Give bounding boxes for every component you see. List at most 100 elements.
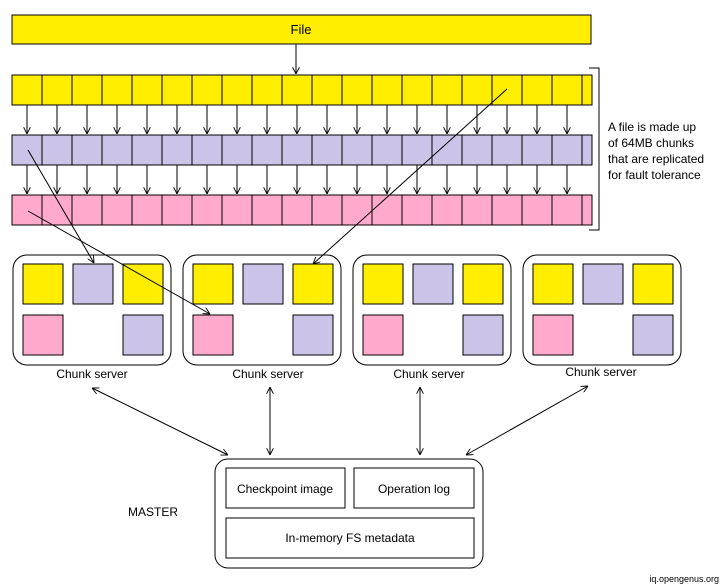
chunk-replica-pink	[22, 314, 64, 356]
chunk-cell-partial	[581, 74, 593, 106]
chunk-cell	[281, 74, 313, 106]
chunk-cell	[251, 134, 283, 166]
chunk-cell	[311, 74, 343, 106]
chunk-cell	[341, 194, 373, 226]
chunk-replica-yellow	[462, 263, 504, 305]
chunk-cell	[551, 194, 583, 226]
chunk-cell	[491, 194, 523, 226]
chunk-cell	[221, 194, 253, 226]
server4-master-arrow	[466, 386, 588, 455]
replication-arrows	[27, 105, 567, 194]
chunk-cell	[221, 134, 253, 166]
chunk-cell	[461, 74, 493, 106]
chunk-bracket	[589, 67, 600, 231]
file-bar	[11, 14, 592, 45]
chunk-replica-pink	[192, 314, 234, 356]
chunk-cell	[101, 194, 133, 226]
checkpoint-box	[225, 467, 346, 509]
chunk-replica-yellow	[632, 263, 674, 305]
chunk-replica-pink	[362, 314, 404, 356]
watermark: iq.opengenus.org	[649, 574, 719, 584]
chunk-replica-yellow	[292, 263, 334, 305]
chunk-cell	[371, 194, 403, 226]
chunk-cell	[131, 194, 163, 226]
chunk-cell	[491, 74, 523, 106]
chunk-server-label: Chunk server	[232, 367, 303, 381]
note-line-1: A file is made up	[608, 120, 696, 134]
checkpoint-label: Checkpoint image	[237, 482, 333, 496]
chunk-cell	[491, 134, 523, 166]
chunk-cell	[431, 194, 463, 226]
chunk-cell	[281, 194, 313, 226]
oplog-label: Operation log	[378, 482, 450, 496]
chunk-cell	[251, 194, 283, 226]
chunk-cell	[161, 74, 193, 106]
chunk-servers: Chunk server Chunk server Chunk server Chun…	[12, 254, 682, 381]
master-label: MASTER	[128, 505, 178, 519]
chunk-cell	[551, 134, 583, 166]
chunk-replica-yellow	[532, 263, 574, 305]
chunk-cell	[431, 74, 463, 106]
file-label: File	[291, 22, 312, 37]
chunk-replica-yellow	[192, 263, 234, 305]
chunk-replica-purple	[632, 314, 674, 356]
chunk-cell	[41, 74, 73, 106]
chunk-cell	[161, 134, 193, 166]
chunk-replica-purple	[412, 263, 454, 305]
chunk-cell-partial	[581, 134, 593, 166]
chunk-cell	[71, 134, 103, 166]
chunk-cell	[311, 134, 343, 166]
chunk-cell	[251, 74, 283, 106]
chunk-cell	[41, 194, 73, 226]
chunk-cell	[431, 134, 463, 166]
chunk-cell	[41, 134, 73, 166]
chunk-replica-yellow	[362, 263, 404, 305]
chunk-cell	[131, 134, 163, 166]
chunk-cell	[11, 74, 43, 106]
chunk-cell	[521, 194, 553, 226]
chunk-cell	[371, 74, 403, 106]
chunk-replica-yellow	[22, 263, 64, 305]
chunk-cell-partial	[581, 194, 593, 226]
chunk-cell	[131, 74, 163, 106]
chunk-cell	[101, 74, 133, 106]
chunk-cell	[341, 134, 373, 166]
oplog-box	[353, 467, 475, 509]
chunk-replica-purple	[72, 263, 114, 305]
chunk-replica-purple	[122, 314, 164, 356]
chunk-cell	[521, 134, 553, 166]
chunk-replica-purple	[292, 314, 334, 356]
chunk-cell	[551, 74, 583, 106]
chunk-cell	[191, 74, 223, 106]
chunk-replica-purple	[242, 263, 284, 305]
replica-arrow-2	[27, 210, 210, 314]
chunk-cell	[71, 74, 103, 106]
chunk-replica-purple	[582, 263, 624, 305]
chunk-cell	[191, 134, 223, 166]
chunk-cell	[341, 74, 373, 106]
chunk-cell	[401, 194, 433, 226]
chunk-cell	[401, 74, 433, 106]
chunk-server-label: Chunk server	[393, 367, 464, 381]
metadata-label: In-memory FS metadata	[285, 531, 415, 545]
chunk-server-label: Chunk server	[56, 367, 127, 381]
chunk-replica-purple	[462, 314, 504, 356]
chunk-cell	[221, 74, 253, 106]
chunk-cell	[401, 134, 433, 166]
note-line-3: that are replicated	[608, 152, 704, 166]
metadata-box	[225, 517, 475, 559]
chunk-cell	[11, 134, 43, 166]
chunk-rows	[11, 74, 593, 226]
chunk-cell	[191, 194, 223, 226]
chunk-server-label: Chunk server	[565, 365, 636, 379]
chunk-cell	[281, 134, 313, 166]
chunk-cell	[71, 194, 103, 226]
chunk-cell	[461, 194, 493, 226]
replica-arrow-3	[313, 88, 508, 264]
replica-arrow-1	[27, 149, 94, 263]
chunk-cell	[161, 194, 193, 226]
chunk-cell	[101, 134, 133, 166]
server1-master-arrow	[92, 388, 228, 455]
